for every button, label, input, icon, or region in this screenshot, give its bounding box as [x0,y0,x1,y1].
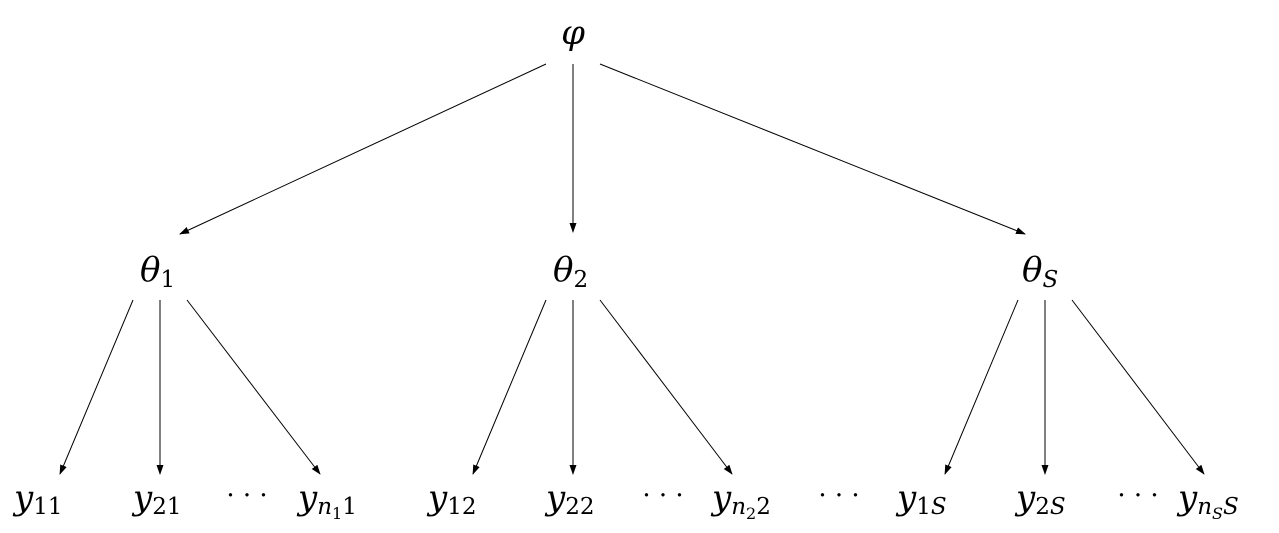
node-y-n22-sub-idx: 2 [746,504,756,523]
node-y-2s-sub-idx: 2 [1035,494,1050,520]
node-y-22-base: y [544,478,566,518]
node-theta-1-base: θ [140,250,160,290]
node-theta-2: θ2 [553,250,588,293]
node-y-n11-sub-group: 1 [342,494,357,520]
edge-theta-1-y-11 [59,299,134,475]
node-theta-1: θ1 [140,250,175,293]
ellipsis-group-s: · · · [1117,481,1158,511]
node-y-12-sub: 12 [447,494,476,520]
node-y-21-sub: 21 [152,494,181,520]
node-y-nss-base: y [1176,478,1198,518]
node-y-n22-sub-n: n [731,494,746,520]
node-y-11: y11 [12,478,63,520]
node-theta-s-base: θ [1022,250,1042,290]
node-y-12: y12 [426,478,477,520]
node-theta-2-sub: 2 [573,267,588,293]
ellipsis-between-groups: · · · [818,481,859,511]
node-y-nss-sub-n: n [1197,494,1212,520]
node-y-n22-base: y [710,478,732,518]
node-theta-s-sub: S [1042,267,1058,293]
node-y-11-base: y [12,478,34,518]
node-y-n22: yn22 [710,478,771,523]
node-theta-1-sub: 1 [160,267,175,293]
edges [59,63,1205,475]
node-phi-base: φ [561,13,585,53]
node-y-1s-base: y [895,478,917,518]
node-y-21-base: y [131,478,153,518]
edge-theta-s-y-nss [1071,299,1205,475]
node-y-nss-sub-group: S [1223,494,1239,520]
node-y-n11: yn11 [296,478,357,523]
node-y-22-sub: 22 [565,494,594,520]
node-theta-s: θS [1022,250,1058,293]
node-y-22: y22 [544,478,595,520]
node-y-nss-sub-idx: S [1212,504,1223,523]
node-phi: φ [561,13,585,53]
node-y-1s-sub-group: S [931,494,947,520]
node-y-11-sub: 11 [33,494,62,520]
node-y-1s-sub-idx: 1 [916,494,931,520]
node-y-n11-sub-idx: 1 [332,504,342,523]
node-y-2s: y2S [1014,478,1066,520]
node-y-n22-sub-group: 2 [756,494,771,520]
ellipsis-group-2: · · · [642,481,683,511]
node-y-n11-sub-n: n [317,494,332,520]
edge-root-theta-s [599,63,1026,235]
ellipsis-group-1: · · · [226,481,267,511]
edge-root-theta-1 [179,63,547,235]
node-y-2s-sub-group: S [1050,494,1066,520]
node-y-21: y21 [131,478,182,520]
node-theta-2-base: θ [553,250,573,290]
edge-theta-2-y-12 [472,299,547,475]
node-y-12-base: y [426,478,448,518]
node-y-2s-base: y [1014,478,1036,518]
edge-theta-2-y-n22 [599,299,733,475]
node-y-nss: ynSS [1176,478,1239,523]
edge-theta-1-y-n11 [186,299,321,475]
node-y-1s: y1S [895,478,947,520]
node-y-n11-base: y [296,478,318,518]
edge-theta-s-y-1s [944,299,1019,475]
